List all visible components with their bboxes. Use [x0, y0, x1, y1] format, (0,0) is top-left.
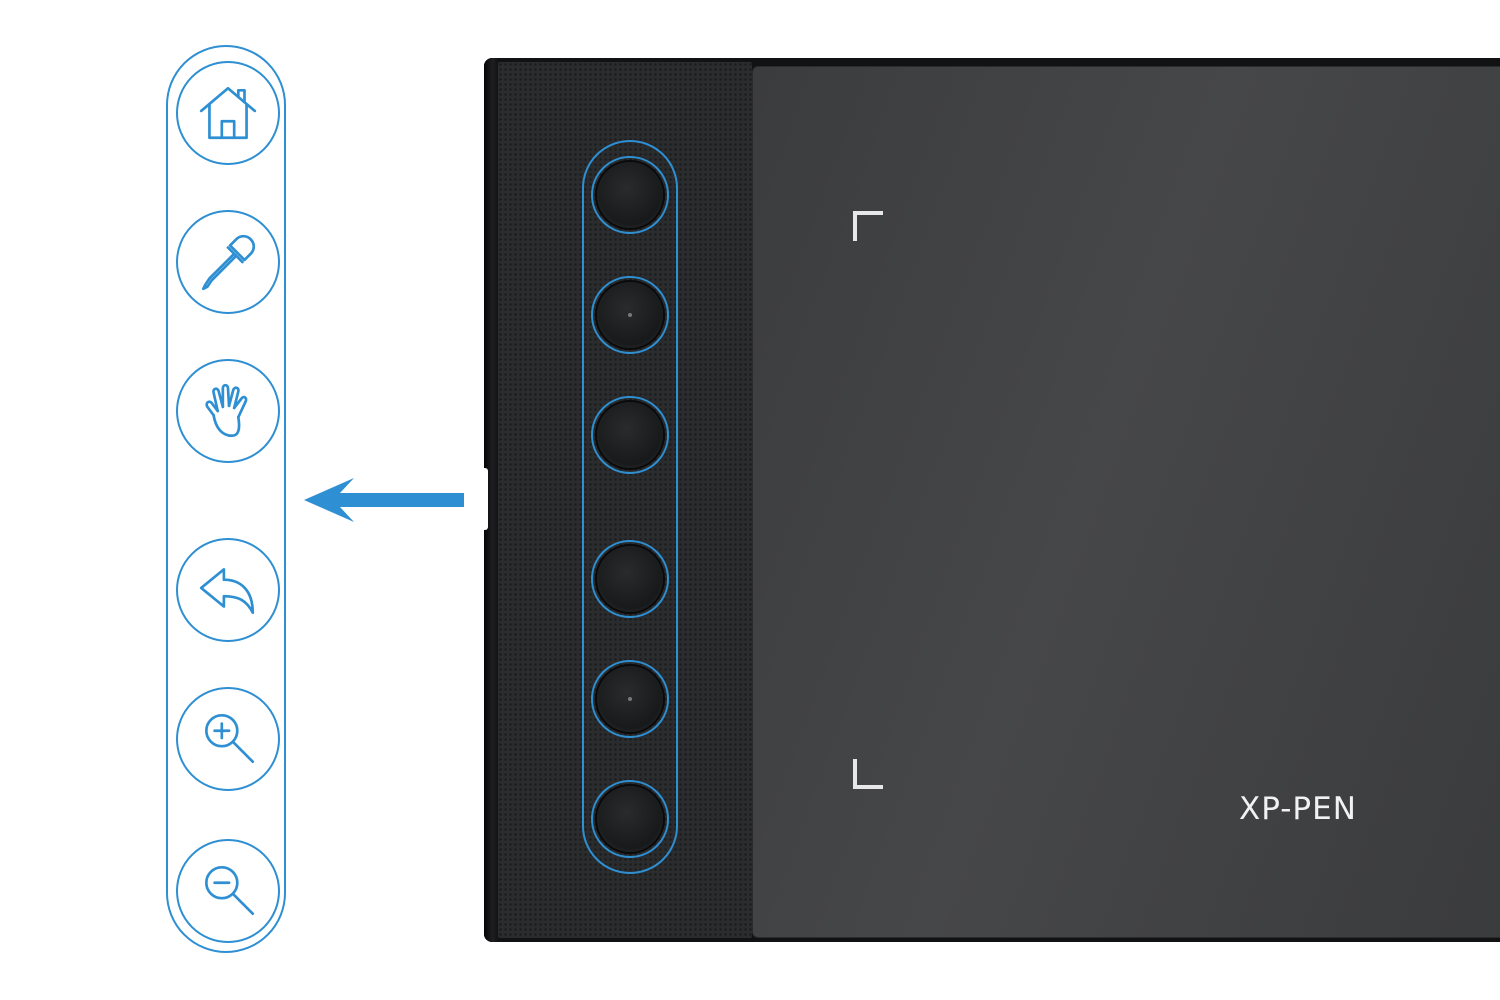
active-drawing-area[interactable]: XP-PEN: [752, 66, 1500, 938]
express-key-cap: [597, 402, 663, 468]
eyedropper-shortcut-button[interactable]: [176, 210, 280, 314]
corner-mark-bottom-left: [853, 759, 883, 789]
zoom-in-shortcut-button[interactable]: [176, 687, 280, 791]
express-key-3[interactable]: [591, 396, 669, 474]
hand-shortcut-button[interactable]: [176, 359, 280, 463]
express-key-6[interactable]: [591, 780, 669, 858]
side-notch: [482, 468, 488, 530]
express-key-group: [582, 140, 678, 874]
drawing-tablet: XP-PEN: [482, 58, 1500, 942]
home-icon: [199, 86, 257, 140]
express-key-cap: [597, 282, 663, 348]
express-key-5[interactable]: [591, 660, 669, 738]
undo-shortcut-button[interactable]: [176, 538, 280, 642]
undo-icon: [199, 568, 255, 615]
zoom-out-shortcut-button[interactable]: [176, 839, 280, 943]
corner-mark-top-left: [853, 211, 883, 241]
express-key-1[interactable]: [591, 156, 669, 234]
left-arrow-icon: [304, 478, 464, 522]
eyedropper-icon: [201, 234, 256, 291]
express-key-strip: [498, 62, 752, 938]
express-key-cap: [597, 786, 663, 852]
brand-logo: XP-PEN: [1239, 791, 1357, 827]
express-key-cap: [597, 546, 663, 612]
hand-icon: [205, 383, 248, 438]
tablet-edge: [484, 58, 498, 942]
shortcut-panel: [166, 45, 286, 953]
zoom-out-icon: [205, 865, 255, 916]
express-key-cap: [597, 666, 663, 732]
express-key-2[interactable]: [591, 276, 669, 354]
zoom-in-icon: [205, 713, 255, 764]
express-key-4[interactable]: [591, 540, 669, 618]
home-shortcut-button[interactable]: [176, 61, 280, 165]
express-key-cap: [597, 162, 663, 228]
